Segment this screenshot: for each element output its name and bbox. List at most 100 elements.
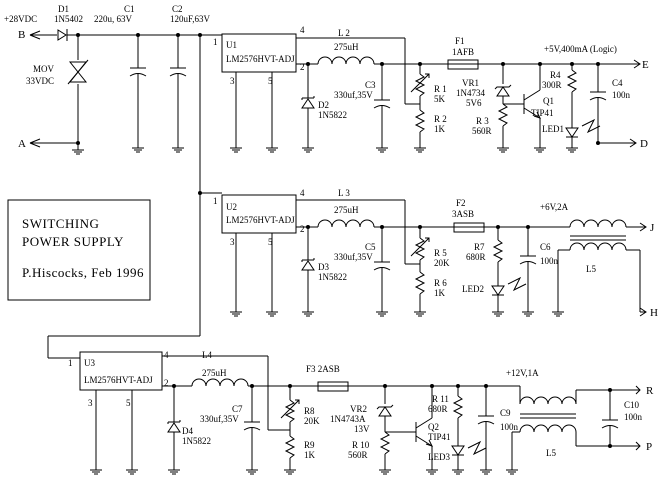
stage1-output-label: +5V,400mA (Logic) xyxy=(544,44,617,54)
d2-value: 1N5822 xyxy=(318,110,347,120)
c4-value: 100n xyxy=(612,90,631,100)
d4-value: 1N5822 xyxy=(182,436,211,446)
led1-ref: LED1 xyxy=(542,124,564,134)
l5b-choke-top xyxy=(519,396,577,405)
ground-symbol xyxy=(552,311,564,317)
r1-trim-arrow xyxy=(410,73,430,93)
d3-ref: D3 xyxy=(318,262,329,272)
u3-box xyxy=(79,351,163,391)
u2-pin2: 2 xyxy=(300,224,305,234)
title-author: P.Hiscocks, Feb 1996 xyxy=(22,265,144,280)
c7-value: 330uf,35V xyxy=(200,414,239,424)
q1-ref: Q1 xyxy=(543,96,554,106)
ground-symbol xyxy=(230,311,242,317)
u1-ref: U1 xyxy=(226,40,237,50)
f3-label: F3 2ASB xyxy=(306,364,340,374)
u1-pin3: 3 xyxy=(230,76,235,86)
u3-pin3: 3 xyxy=(88,398,93,408)
c4-plate-curved xyxy=(589,97,607,101)
ground-symbol xyxy=(376,147,388,153)
u1-pin2: 2 xyxy=(300,62,305,72)
q1-value: TIP41 xyxy=(531,108,554,118)
ground-symbol xyxy=(522,311,534,317)
u1-part: LM2576HVT-ADJ xyxy=(226,54,295,64)
vr1-value: 5V6 xyxy=(466,98,482,108)
q2-value: TIP41 xyxy=(428,432,451,442)
ground-symbol xyxy=(414,311,426,317)
r3-resistor xyxy=(497,103,509,127)
r8-trim-arrow xyxy=(280,399,300,419)
led2-ref: LED2 xyxy=(462,284,484,294)
led2-light-arrows xyxy=(507,276,527,292)
l5b-ref: L5 xyxy=(546,448,556,458)
u2-pin4: 4 xyxy=(300,188,305,198)
terminal-p-label: P xyxy=(646,441,652,453)
r4-resistor xyxy=(566,69,578,93)
d1-ref: D1 xyxy=(58,4,69,14)
u2-pin5: 5 xyxy=(268,237,273,247)
c10-plate-curved xyxy=(601,425,619,429)
led3-ref: LED3 xyxy=(428,452,450,462)
led2-symbol xyxy=(491,285,505,296)
c7-plate-curved xyxy=(243,427,261,431)
r7-ref: R7 xyxy=(474,242,485,252)
ground-symbol xyxy=(126,469,138,475)
c6-value: 100n xyxy=(540,256,559,266)
u1-box xyxy=(221,33,297,73)
u1-pin1: 1 xyxy=(213,37,218,47)
led1-symbol xyxy=(565,127,579,138)
l3-inductor xyxy=(317,219,375,228)
ground-symbol xyxy=(302,147,314,153)
l5-choke-top xyxy=(569,219,627,228)
u2-ref: U2 xyxy=(226,202,237,212)
r4-value: 300R xyxy=(542,80,562,90)
ground-symbol xyxy=(376,311,388,317)
ground-symbol xyxy=(168,469,180,475)
ground-symbol xyxy=(492,311,504,317)
ground-symbol xyxy=(452,469,464,475)
d3-value: 1N5822 xyxy=(318,272,347,282)
c5-plate-curved xyxy=(373,267,391,271)
r3-ref: R 3 xyxy=(476,116,489,126)
terminal-r-arrow xyxy=(632,385,641,395)
junction-dot xyxy=(538,62,542,66)
stage2-output-label: +6V,2A xyxy=(540,202,569,212)
c6-plate-curved xyxy=(519,261,537,265)
d4-ref: D4 xyxy=(182,426,193,436)
vr2-value: 13V xyxy=(354,424,370,434)
ground-symbol xyxy=(480,469,492,475)
ground-symbol xyxy=(284,469,296,475)
c2-value: 120uF,63V xyxy=(170,14,211,24)
u2-box xyxy=(221,194,297,234)
u1-pin5: 5 xyxy=(268,76,273,86)
l3-ref: L 3 xyxy=(338,188,350,198)
l4-value: 275uH xyxy=(202,368,227,378)
terminal-a-label: A xyxy=(18,138,26,150)
c4-ref: C4 xyxy=(612,78,623,88)
c7-ref: C7 xyxy=(232,404,243,414)
l4-inductor xyxy=(191,378,249,387)
stage-3: U3 LM2576HVT-ADJ 1 4 2 3 5 L4 275uH D4 1… xyxy=(68,350,654,475)
l5-ref: L5 xyxy=(586,264,596,274)
terminal-h-label: H xyxy=(650,307,658,319)
terminal-e-label: E xyxy=(642,59,649,71)
c6-ref: C6 xyxy=(540,242,551,252)
q1-emitter xyxy=(523,107,541,119)
c1-value: 220u, 63V xyxy=(94,14,133,24)
u1-pin4: 4 xyxy=(300,25,305,35)
r8-ref: R8 xyxy=(304,406,315,416)
title-line-1: SWITCHING xyxy=(22,216,99,231)
r11-ref: R 11 xyxy=(432,394,449,404)
input-section: B +28VDC D1 1N5402 MOV 33VDC A C1 220u, xyxy=(4,4,222,359)
title-box-border xyxy=(7,199,151,301)
u3-pin1: 1 xyxy=(68,358,73,368)
r2-resistor xyxy=(414,109,426,133)
d4-diode-symbol xyxy=(167,422,181,433)
c3-ref: C3 xyxy=(365,80,376,90)
c5-value: 330uf,35V xyxy=(334,252,373,262)
d1-value: 1N5402 xyxy=(54,14,83,24)
ground-symbol xyxy=(90,469,102,475)
c3-value: 330uf,35V xyxy=(334,90,373,100)
terminal-a-arrow xyxy=(29,138,41,148)
vr1-zener-bar xyxy=(494,84,512,90)
